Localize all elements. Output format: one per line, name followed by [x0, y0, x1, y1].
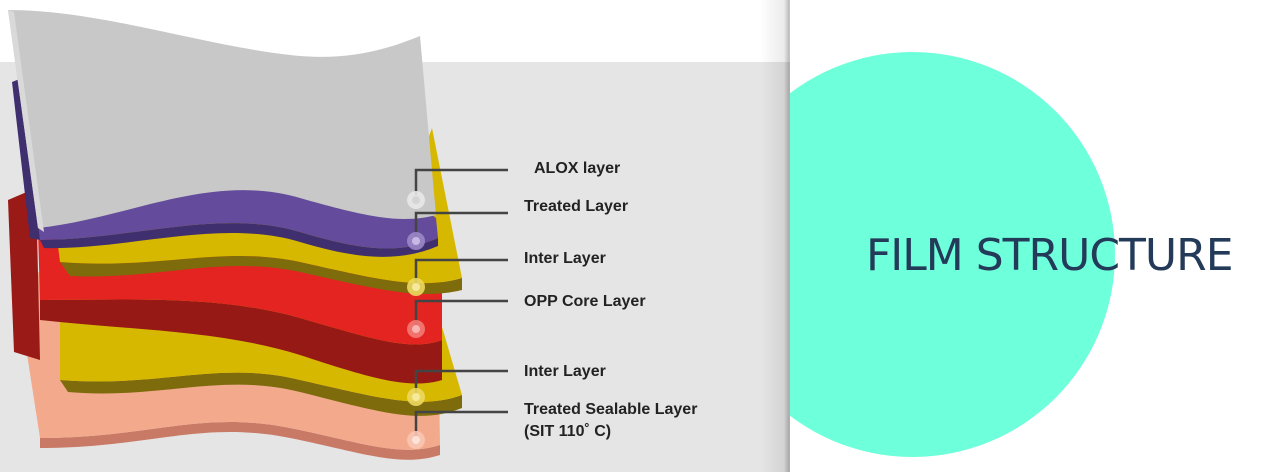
leader-lines	[414, 168, 508, 437]
marker-dot-inter-upper-core	[412, 283, 420, 291]
leader-line-opp-core	[414, 299, 508, 326]
label-inter-layer-upper: Inter Layer	[524, 250, 606, 267]
label-treated-sealable-layer: Treated Sealable Layer	[524, 401, 698, 418]
layer-markers	[407, 191, 425, 449]
label-inter-layer-lower: Inter Layer	[524, 363, 606, 380]
marker-dot-alox-core	[412, 196, 420, 204]
marker-dot-sealable-core	[412, 436, 420, 444]
leader-line-inter-upper	[414, 258, 508, 284]
marker-dot-opp-core-core	[412, 325, 420, 333]
marker-dot-inter-lower-core	[412, 393, 420, 401]
label-opp-core-layer: OPP Core Layer	[524, 293, 646, 310]
marker-dot-treated-core	[412, 237, 420, 245]
label-sit-temperature: (SIT 110˚ C)	[524, 423, 612, 440]
layer-alox	[8, 10, 436, 232]
label-alox-layer: ALOX layer	[534, 160, 621, 177]
leader-line-sealable	[414, 410, 508, 437]
layer-stack-diagram	[8, 10, 508, 460]
label-treated-layer: Treated Layer	[524, 198, 629, 215]
page-title: FILM STRUCTURE	[866, 230, 1234, 281]
accent-circle	[790, 52, 1115, 457]
leader-line-alox	[414, 168, 508, 195]
leader-line-treated	[414, 211, 508, 238]
leader-line-inter-lower	[414, 369, 508, 394]
